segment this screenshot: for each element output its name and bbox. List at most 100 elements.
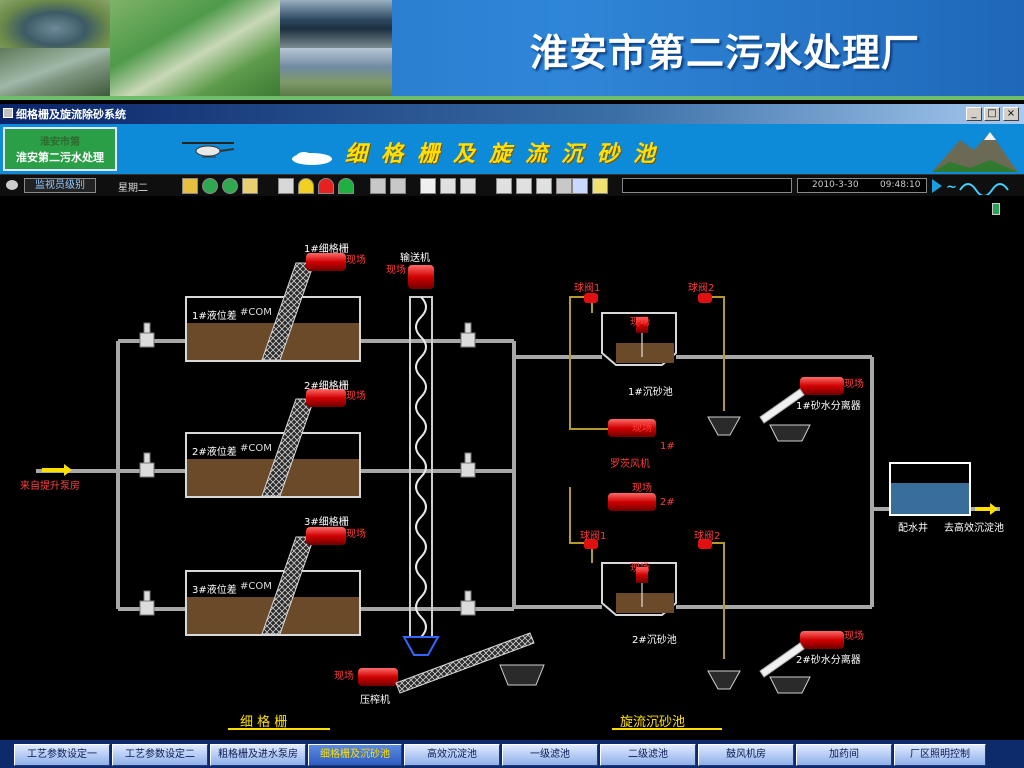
nav-blower-room[interactable]: 鼓风机房 bbox=[698, 744, 794, 766]
screen-motors[interactable] bbox=[306, 253, 346, 545]
first-page-icon[interactable] bbox=[182, 178, 198, 194]
user-icon bbox=[6, 180, 18, 190]
blower2-local: 现场 bbox=[632, 483, 652, 494]
section-fine-label: 细 格 栅 bbox=[240, 715, 288, 730]
report-icon[interactable] bbox=[440, 178, 456, 194]
nav-filter-2[interactable]: 二级滤池 bbox=[600, 744, 696, 766]
inlet-pipe bbox=[36, 339, 1000, 611]
distribution-well bbox=[889, 462, 971, 516]
operator2-icon[interactable] bbox=[390, 178, 406, 194]
screw-conveyor bbox=[402, 296, 440, 656]
time-text: 09:48:10 bbox=[880, 180, 921, 190]
weekday: 星期二 bbox=[118, 183, 148, 194]
level1-com: #COM bbox=[240, 307, 272, 318]
section-grit-label: 旋流沉砂池 bbox=[620, 715, 686, 730]
status-field bbox=[622, 178, 792, 193]
screen2-local: 现场 bbox=[346, 391, 366, 402]
photo-tanks-2 bbox=[280, 48, 392, 96]
conveyor-local: 现场 bbox=[386, 265, 406, 276]
nav-lighting[interactable]: 厂区照明控制 bbox=[894, 744, 986, 766]
nav-fine-screen[interactable]: 细格栅及沉砂池 bbox=[308, 744, 402, 766]
close-button[interactable]: × bbox=[1003, 107, 1019, 121]
tank2-label: 2#沉砂池 bbox=[632, 635, 677, 646]
sep1-label: 1#砂水分离器 bbox=[796, 401, 861, 412]
header-stripe bbox=[0, 96, 1024, 100]
roots-blowers[interactable] bbox=[608, 419, 656, 511]
nav-process-params-2[interactable]: 工艺参数设定二 bbox=[112, 744, 208, 766]
slide-header: 淮安市第二污水处理厂 bbox=[0, 0, 1024, 100]
home-icon[interactable] bbox=[592, 178, 608, 194]
tank2-local: 现场 bbox=[630, 563, 650, 574]
banner-title: 细格栅及旋流沉砂池 bbox=[345, 141, 670, 167]
window-icon[interactable] bbox=[242, 178, 258, 194]
maximize-button[interactable]: □ bbox=[984, 107, 1000, 121]
sand-separator-1[interactable] bbox=[707, 377, 844, 442]
compactor[interactable] bbox=[358, 632, 545, 694]
nav-coarse-screen[interactable]: 粗格栅及进水泵房 bbox=[210, 744, 306, 766]
chart-icon[interactable] bbox=[536, 178, 552, 194]
tank2-ball1: 球阀1 bbox=[580, 531, 607, 542]
blower-label: 罗茨风机 bbox=[610, 459, 650, 470]
sand-separator-2[interactable] bbox=[707, 631, 844, 694]
navigation-bar: 工艺参数设定一 工艺参数设定二 粗格栅及进水泵房 细格栅及沉砂池 高效沉淀池 一… bbox=[0, 740, 1024, 768]
well-label: 配水井 bbox=[898, 523, 928, 534]
process-canvas: 1#细格栅 2#细格栅 3#细格栅 1#液位差 #COM 2#液位差 #COM … bbox=[0, 197, 1024, 737]
screen3-local: 现场 bbox=[346, 529, 366, 540]
press-local: 现场 bbox=[334, 671, 354, 682]
tank1-ball1: 球阀1 bbox=[574, 283, 601, 294]
trend-icon[interactable] bbox=[496, 178, 512, 194]
slide-title: 淮安市第二污水处理厂 bbox=[530, 31, 921, 75]
tank2-ball2: 球阀2 bbox=[694, 531, 721, 542]
table-icon[interactable] bbox=[516, 178, 532, 194]
operator-icon[interactable] bbox=[370, 178, 386, 194]
window-app-icon bbox=[3, 108, 13, 118]
conveyor-label: 输送机 bbox=[400, 253, 430, 264]
screen-channel-2 bbox=[185, 398, 361, 498]
minimize-button[interactable]: _ bbox=[966, 107, 982, 121]
window-titlebar: 细格栅及旋流除砂系统 _ □ × bbox=[0, 104, 1024, 124]
level2-com: #COM bbox=[240, 443, 272, 454]
logo-line2: 淮安第二污水处理 bbox=[16, 151, 104, 164]
back-icon[interactable] bbox=[202, 178, 218, 194]
exit-icon[interactable] bbox=[992, 203, 1000, 215]
banner: 淮安市第 淮安第二污水处理 细格栅及旋流沉砂池 bbox=[0, 124, 1024, 174]
conveyor-motor[interactable] bbox=[408, 265, 434, 289]
photo-plant-aerial bbox=[110, 0, 280, 96]
toolbar: 监视员级别 星期二 2010-3-30 09:48:10 ~ bbox=[0, 174, 1024, 196]
process-diagram bbox=[36, 253, 1000, 730]
nav-dosing[interactable]: 加药间 bbox=[796, 744, 892, 766]
forward-icon[interactable] bbox=[222, 178, 238, 194]
printer-icon[interactable] bbox=[556, 178, 572, 194]
tank1-ball2: 球阀2 bbox=[688, 283, 715, 294]
photo-tanks-1 bbox=[280, 0, 392, 48]
nav-filter-1[interactable]: 一级滤池 bbox=[502, 744, 598, 766]
sep1-local: 现场 bbox=[844, 379, 864, 390]
screen1-label: 1#细格栅 bbox=[304, 244, 349, 255]
print-preview-icon[interactable] bbox=[460, 178, 476, 194]
mail-icon[interactable] bbox=[420, 178, 436, 194]
blower1-local: 现场 bbox=[632, 423, 652, 434]
alarm-green-icon[interactable] bbox=[338, 178, 354, 194]
blower2-num: 2# bbox=[660, 497, 675, 508]
valves[interactable] bbox=[139, 322, 476, 616]
level3-label: 3#液位差 bbox=[192, 585, 237, 596]
nav-hd-clarifier[interactable]: 高效沉淀池 bbox=[404, 744, 500, 766]
nav-process-params-1[interactable]: 工艺参数设定一 bbox=[14, 744, 110, 766]
screen3-label: 3#细格栅 bbox=[304, 517, 349, 528]
window-title: 细格栅及旋流除砂系统 bbox=[16, 108, 126, 121]
hmi-window: 细格栅及旋流除砂系统 _ □ × 淮安市第 淮安第二污水处理 细格栅及旋流沉砂池… bbox=[0, 104, 1024, 768]
blower1-num: 1# bbox=[660, 441, 675, 452]
monitor-icon[interactable] bbox=[572, 178, 588, 194]
access-level: 监视员级别 bbox=[24, 178, 96, 193]
speaker-icon[interactable] bbox=[278, 178, 294, 194]
ball-valves[interactable] bbox=[584, 293, 712, 549]
datetime: 2010-3-30 09:48:10 bbox=[797, 178, 927, 193]
alarm-yellow-icon[interactable] bbox=[298, 178, 314, 194]
sep2-local: 现场 bbox=[844, 631, 864, 642]
alarm-red-icon[interactable] bbox=[318, 178, 334, 194]
header-photos bbox=[0, 0, 392, 96]
date-text: 2010-3-30 bbox=[812, 180, 859, 190]
level3-com: #COM bbox=[240, 581, 272, 592]
photo-clarifier bbox=[0, 0, 110, 48]
cloud-icon bbox=[292, 152, 332, 165]
